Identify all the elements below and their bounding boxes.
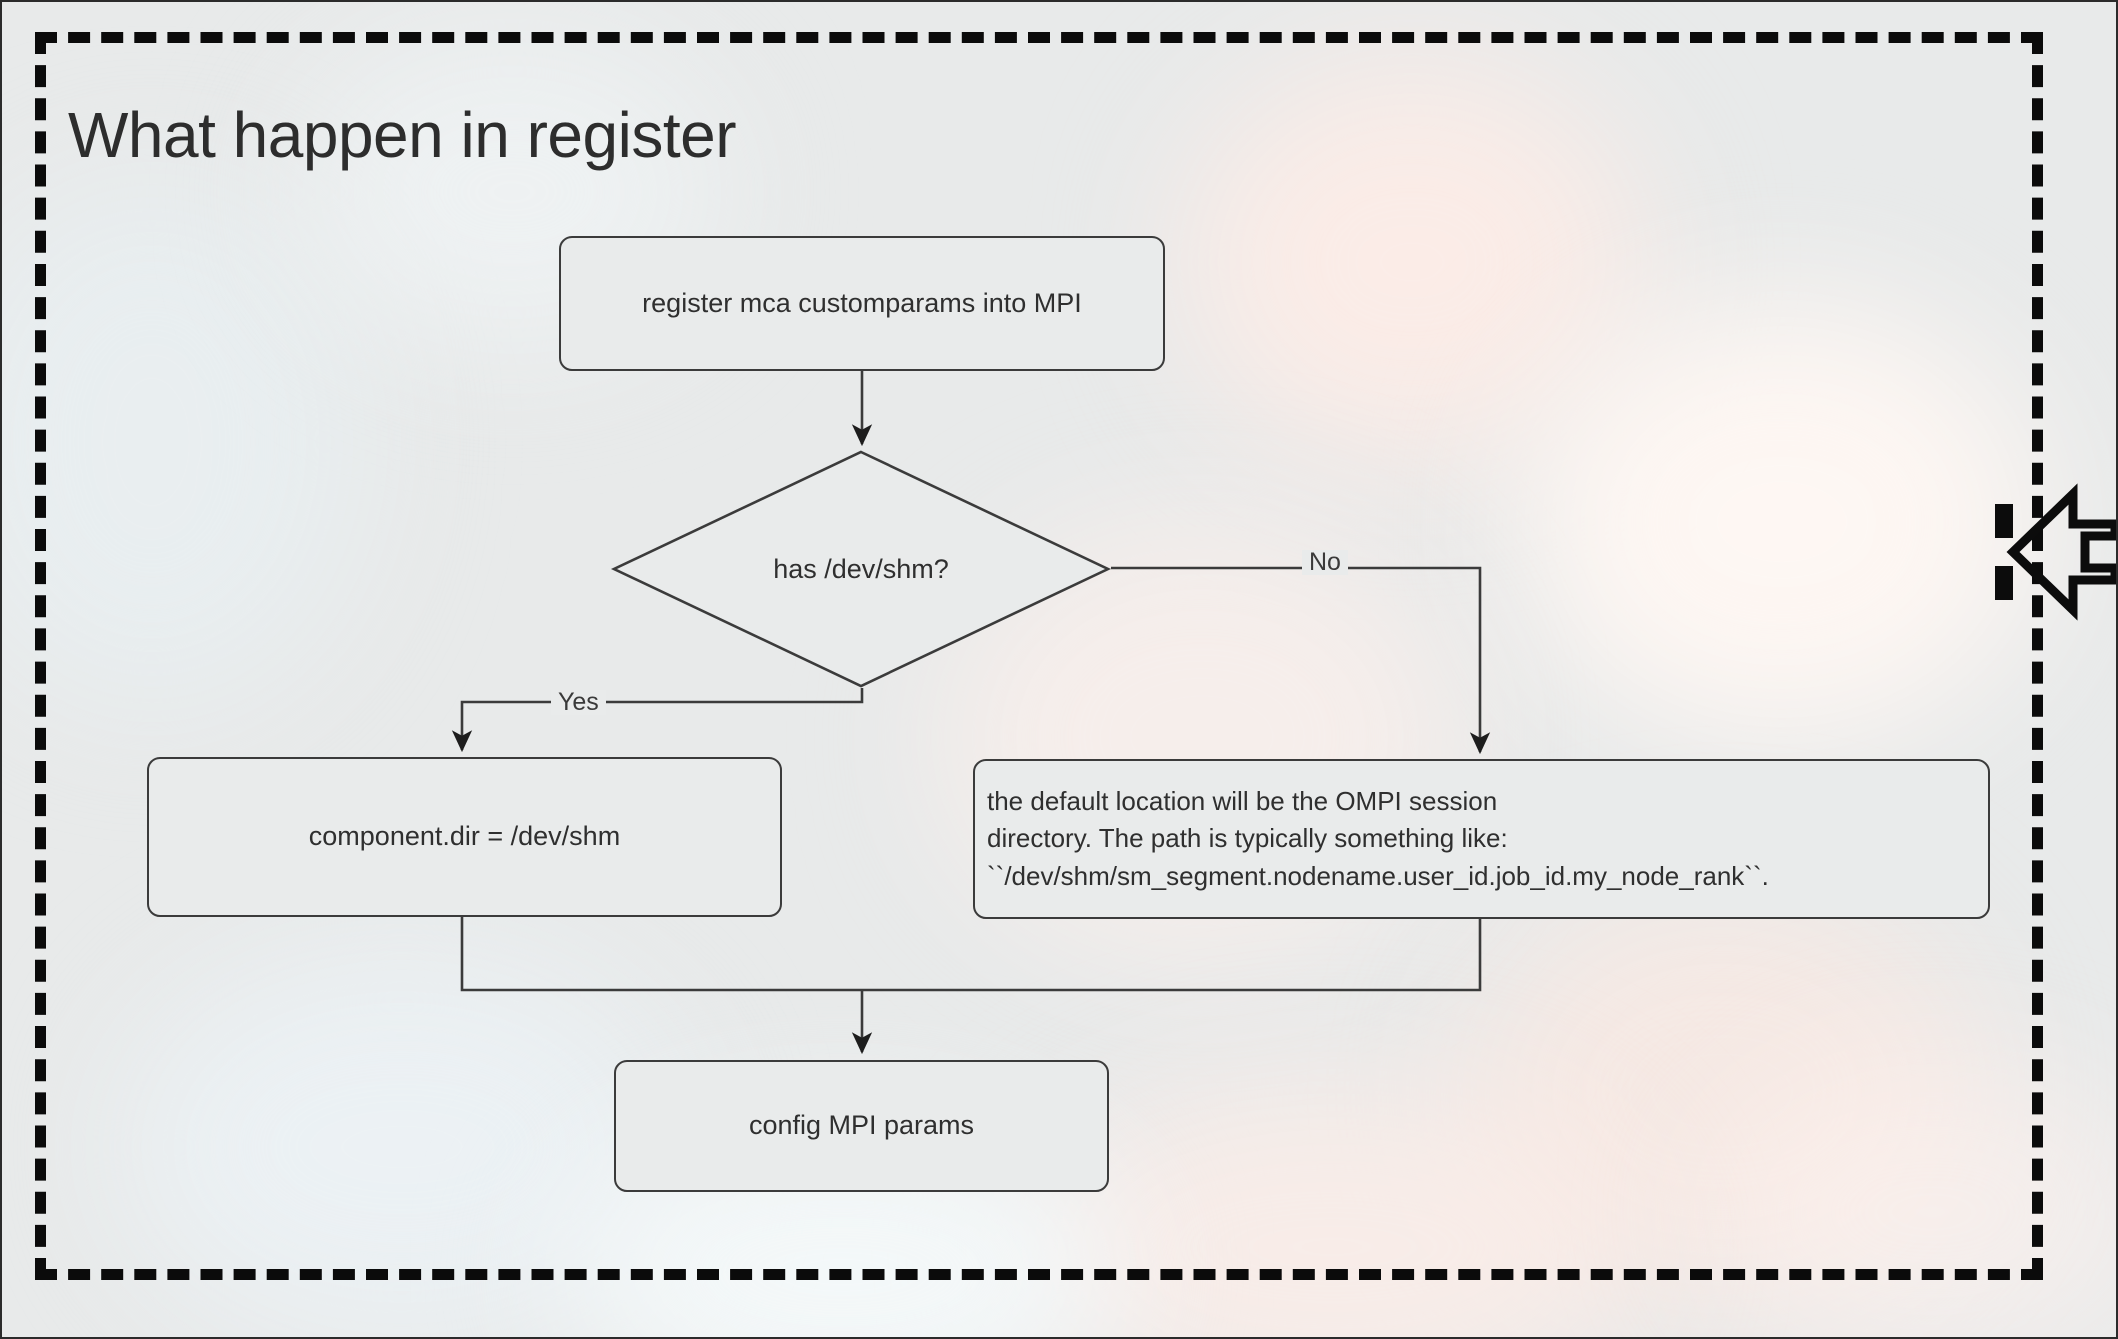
node-register-mca-customparams[interactable]: register mca customparams into MPI bbox=[559, 236, 1165, 371]
node-config-mpi-params[interactable]: config MPI params bbox=[614, 1060, 1109, 1192]
diamond-shape bbox=[610, 450, 1112, 688]
collapse-left-arrow-icon[interactable] bbox=[1987, 483, 2116, 621]
edge-label-no: No bbox=[1302, 550, 1348, 575]
node-component-dir[interactable]: component.dir = /dev/shm bbox=[147, 757, 782, 917]
edge-label-yes: Yes bbox=[551, 690, 606, 715]
page-title: What happen in register bbox=[68, 99, 737, 171]
node-default-location-note[interactable]: the default location will be the OMPI se… bbox=[973, 759, 1990, 919]
node-decision-has-dev-shm[interactable]: has /dev/shm? bbox=[610, 450, 1112, 688]
